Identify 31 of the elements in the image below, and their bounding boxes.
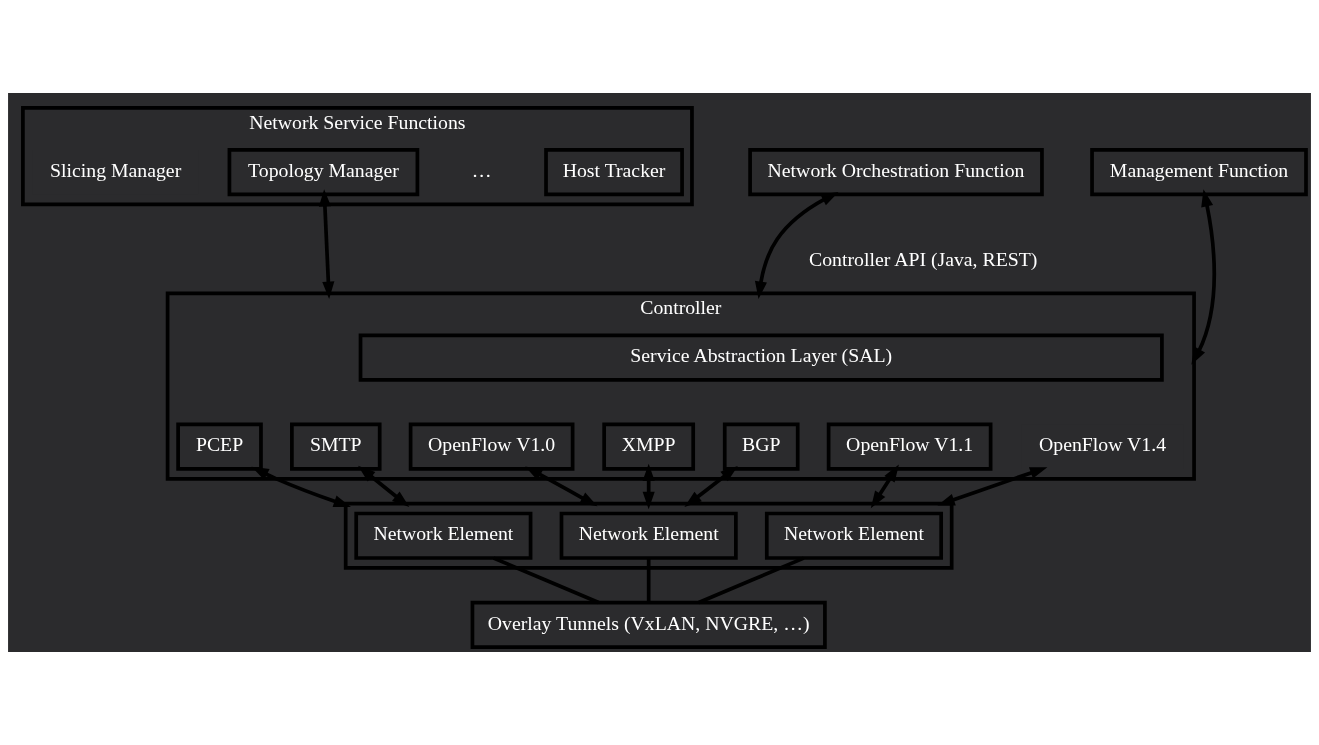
arrow	[251, 466, 351, 508]
node-box: XMPP	[602, 422, 696, 471]
node-box: OpenFlow V1.0	[408, 422, 575, 471]
node-text: OpenFlow V1.4	[1039, 433, 1167, 456]
node-box: Topology Manager	[227, 148, 420, 197]
node-box: Network Orchestration Function	[748, 148, 1044, 197]
node-box: Overlay Tunnels (VxLAN, NVGRE, …)	[470, 600, 827, 649]
node-text: Slicing Manager	[50, 158, 182, 181]
cluster	[343, 501, 954, 570]
connector	[646, 558, 651, 603]
arrow	[318, 189, 335, 299]
node-box: SMTP	[290, 422, 382, 471]
node-box: PCEP	[176, 422, 263, 471]
node-box: Host Tracker	[544, 148, 684, 197]
node-box: Network Element	[559, 511, 738, 560]
node-box: OpenFlow V1.1	[826, 422, 993, 471]
label: Controller API (Java, REST)	[809, 247, 1038, 270]
arrow	[937, 467, 1048, 506]
arrow	[684, 465, 738, 507]
node-box: Network Element	[764, 511, 943, 560]
label: …	[471, 158, 492, 181]
arrow	[358, 465, 410, 508]
arrow	[754, 191, 839, 299]
node-box: Management Function	[1090, 148, 1308, 197]
node-box: Service Abstraction Layer (SAL)	[358, 333, 1164, 382]
arrow	[870, 464, 899, 509]
node-box: BGP	[722, 422, 800, 471]
node-box: Network Element	[354, 511, 533, 560]
arrow	[642, 463, 655, 510]
arrow	[525, 466, 598, 507]
arrow	[1191, 189, 1217, 365]
